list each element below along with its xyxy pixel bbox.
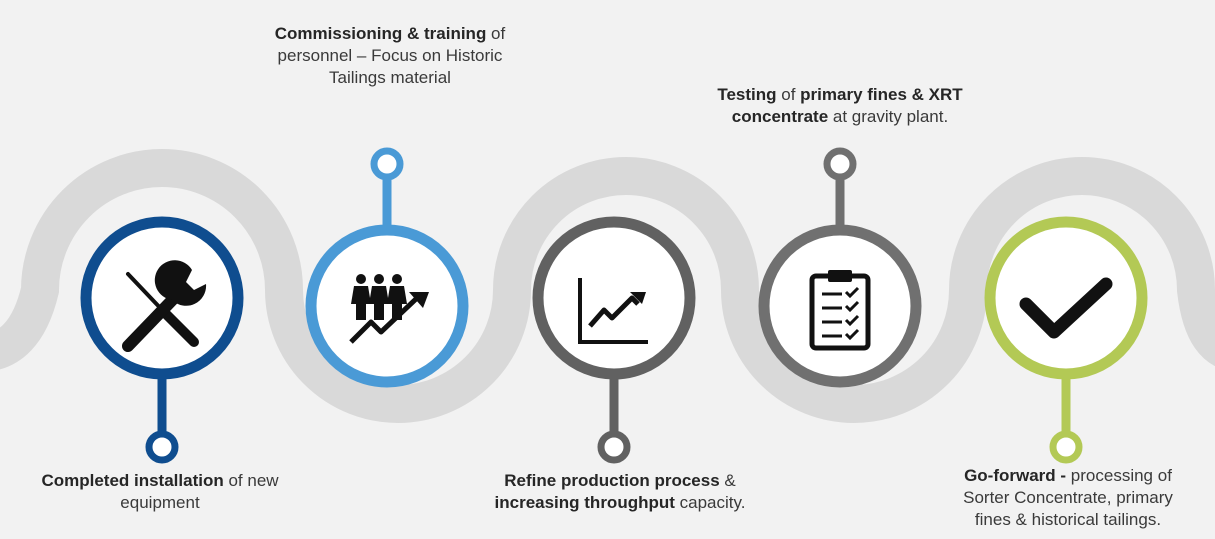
connector-stems xyxy=(145,147,1083,464)
caption-line: Testing of primary fines & XRT xyxy=(690,84,990,106)
step-3-pin xyxy=(597,430,631,464)
caption-text: of xyxy=(486,24,506,43)
caption-line: Completed installation of new xyxy=(10,470,310,492)
wavy-track xyxy=(0,149,1215,423)
caption-bold-text: Testing xyxy=(717,85,777,104)
line-chart-icon xyxy=(578,278,648,344)
caption-text: personnel – Focus on Historic xyxy=(277,46,503,65)
step-3-caption: Refine production process &increasing th… xyxy=(465,470,775,514)
caption-line: concentrate at gravity plant. xyxy=(690,106,990,128)
caption-text: capacity. xyxy=(674,493,746,512)
checkmark-icon xyxy=(1019,277,1113,339)
clipboard-checklist-icon xyxy=(809,270,871,351)
step-1-pin xyxy=(145,430,179,464)
caption-bold-text: Go-forward - xyxy=(964,466,1067,485)
team-growth-icon xyxy=(349,274,429,344)
caption-text: at gravity plant. xyxy=(828,107,949,126)
caption-text: equipment xyxy=(120,493,200,512)
caption-text: Tailings material xyxy=(329,68,451,87)
caption-text: & xyxy=(719,471,736,490)
caption-text: Sorter Concentrate, primary xyxy=(963,488,1173,507)
caption-line: Tailings material xyxy=(235,67,545,89)
caption-line: fines & historical tailings. xyxy=(918,509,1215,531)
caption-line: Commissioning & training of xyxy=(235,23,545,45)
caption-text: of new xyxy=(223,471,279,490)
step-node-2 xyxy=(305,224,469,388)
step-5-pin xyxy=(1049,430,1083,464)
caption-line: personnel – Focus on Historic xyxy=(235,45,545,67)
caption-bold-text: Refine production process xyxy=(504,471,720,490)
caption-line: Refine production process & xyxy=(465,470,775,492)
step-4-ring xyxy=(758,224,922,388)
step-2-pin xyxy=(370,147,404,181)
step-node-4 xyxy=(758,224,922,388)
caption-line: increasing throughput capacity. xyxy=(465,492,775,514)
caption-bold-text: Completed installation xyxy=(41,471,224,490)
caption-line: equipment xyxy=(10,492,310,514)
caption-line: Sorter Concentrate, primary xyxy=(918,487,1215,509)
caption-text: fines & historical tailings. xyxy=(974,510,1162,529)
caption-text: processing of xyxy=(1066,466,1172,485)
step-3-ring xyxy=(532,216,696,380)
caption-bold-text: concentrate xyxy=(731,107,829,126)
caption-line: Go-forward - processing of xyxy=(918,465,1215,487)
step-1-ring xyxy=(80,216,244,380)
step-5-ring xyxy=(984,216,1148,380)
step-node-3 xyxy=(532,216,696,380)
step-node-5 xyxy=(984,216,1148,380)
caption-text: of xyxy=(776,85,801,104)
caption-bold-text: Commissioning & training xyxy=(274,24,487,43)
caption-bold-text: primary fines & XRT xyxy=(800,85,963,104)
caption-bold-text: increasing throughput xyxy=(494,493,675,512)
step-4-pin xyxy=(823,147,857,181)
tools-icon xyxy=(122,260,207,352)
step-2-ring xyxy=(305,224,469,388)
step-node-1 xyxy=(80,216,244,380)
